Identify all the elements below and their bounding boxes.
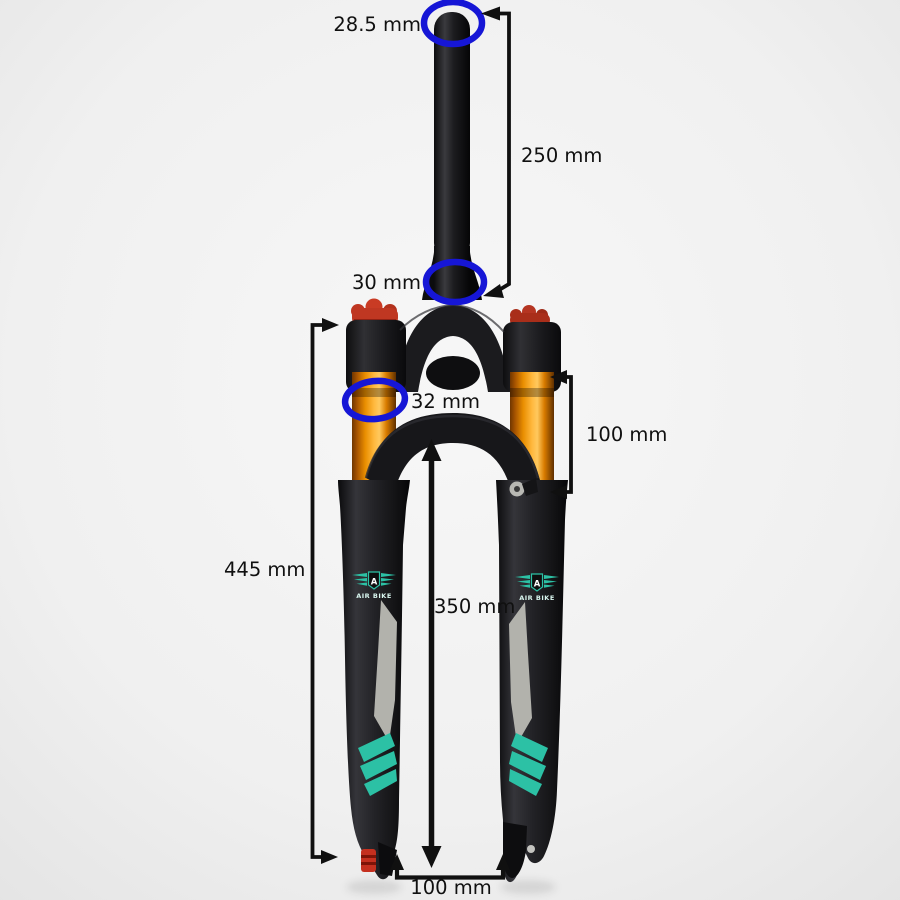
steerer-tube [422, 12, 482, 300]
dim-axle-to-crown [310, 318, 339, 864]
arrow-up-icon [390, 854, 404, 870]
highlight-ellipse-steerer-top [420, 0, 486, 48]
logo-text: AIR BIKE [519, 594, 555, 602]
logo-wings-icon [352, 573, 396, 586]
decal-teal-right [509, 733, 548, 796]
label-leg-length: 350 mm [434, 595, 515, 618]
logo-initial: A [371, 578, 378, 588]
arrow-up-icon [496, 854, 510, 870]
logo-shield-icon [530, 573, 544, 592]
highlight-ellipse-steerer-base [422, 258, 488, 306]
dim-leg-length [421, 439, 442, 868]
logo-initial: A [534, 580, 541, 590]
label-dropout-spacing: 100 mm [410, 876, 491, 899]
arrow-left-icon [481, 6, 500, 21]
decal-gray-right [509, 602, 532, 744]
lowers-arch [366, 413, 540, 493]
decal-teal-left [358, 733, 397, 796]
logo-shield-icon [367, 571, 381, 590]
air-bike-logo-left: A AIR BIKE [352, 571, 396, 600]
arrow-right-icon [322, 318, 339, 332]
highlight-ellipse-stanchion [341, 377, 409, 423]
dimension-annotations: 28.5 mm 250 mm 30 mm 32 mm 100 mm 445 mm… [224, 0, 667, 899]
arrow-right-icon [321, 850, 338, 864]
label-steerer-top-diameter: 28.5 mm [333, 13, 421, 36]
logo-wings-icon [515, 575, 559, 588]
fork-shadow [346, 880, 556, 894]
dropout-right [503, 822, 527, 878]
arrow-up-icon [421, 439, 442, 461]
dim-steerer-length [481, 6, 511, 298]
arrow-down-left-icon [483, 284, 504, 298]
label-steerer-base-diameter: 30 mm [352, 271, 421, 294]
crown-hollow [426, 356, 480, 390]
crown-bridge [396, 305, 510, 392]
logo-text: AIR BIKE [356, 592, 392, 600]
dim-travel [550, 370, 573, 499]
axle-bolt-icon [527, 845, 535, 853]
suspension-fork: A AIR BIKE A AIR BIKE [338, 12, 568, 883]
arrow-down-icon [421, 846, 442, 868]
arrow-left-icon [550, 370, 567, 384]
label-steerer-length: 250 mm [521, 144, 602, 167]
label-axle-to-crown: 445 mm [224, 558, 305, 581]
arch-highlight [364, 414, 540, 479]
decal-gray-left [374, 600, 397, 742]
arrow-left-icon [550, 485, 567, 499]
hose-guide-bolt-icon [509, 478, 538, 497]
air-bike-logo-right: A AIR BIKE [515, 573, 559, 602]
label-stanchion-diameter: 32 mm [411, 390, 480, 413]
dim-dropout-spacing [390, 854, 510, 880]
rebound-knob [361, 849, 376, 872]
label-travel: 100 mm [586, 423, 667, 446]
